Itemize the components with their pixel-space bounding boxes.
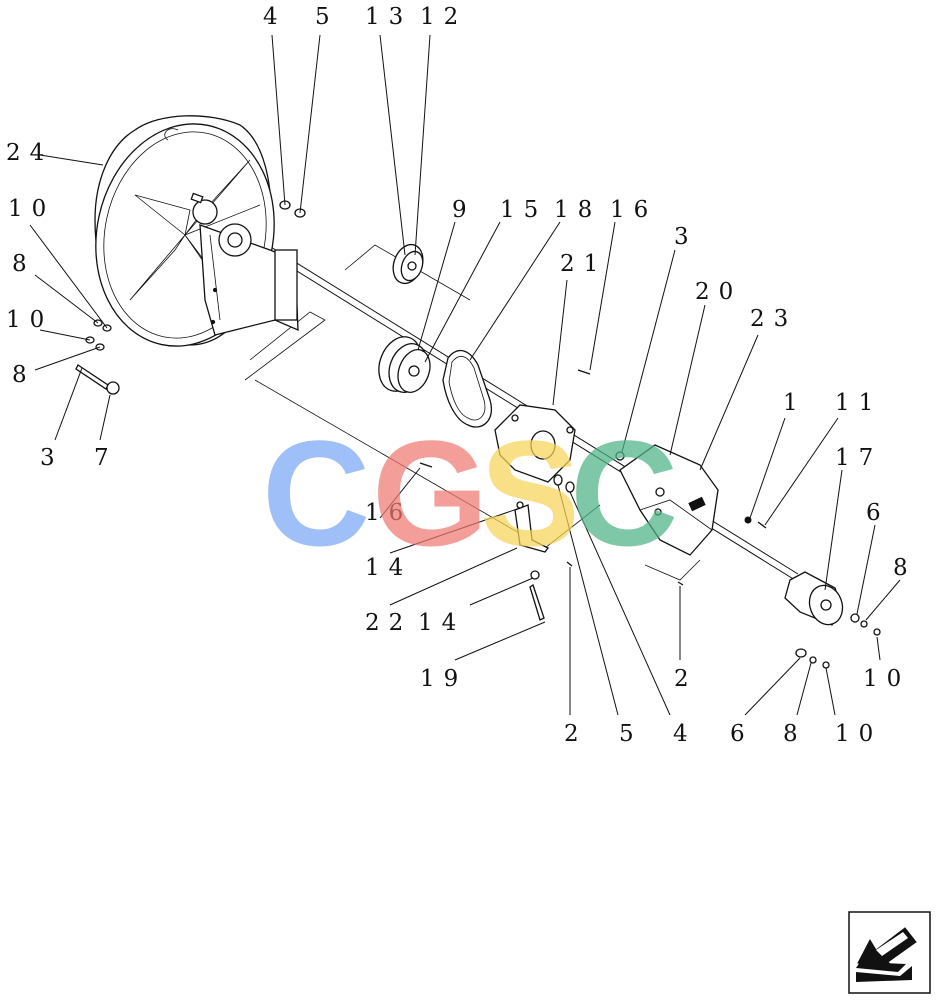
label-10-a: 10 [8,196,55,222]
large-pulley [378,336,431,393]
label-4-top: 4 [263,4,287,30]
label-21: 21 [560,251,607,277]
label-6-right: 6 [866,500,890,526]
hub-bracket [190,192,299,336]
label-15: 15 [500,197,547,223]
watermark-letter-4: C [570,409,678,577]
label-22: 22 [365,610,412,636]
label-3-right: 3 [674,224,698,250]
label-24: 24 [6,140,53,166]
label-12: 12 [420,4,467,30]
v-belt [442,349,493,428]
label-5-bottom: 5 [619,721,643,747]
label-2-right: 2 [674,666,698,692]
fan-housing [94,115,275,347]
label-4-bottom: 4 [673,721,697,747]
label-5-top: 5 [315,4,339,30]
label-2-bottom: 2 [564,721,588,747]
label-1: 1 [783,390,807,416]
label-8-bottom: 8 [783,721,807,747]
label-16-top: 16 [610,197,657,223]
label-6-bottom: 6 [730,721,754,747]
label-11: 11 [835,390,882,416]
label-13: 13 [365,4,412,30]
label-18: 18 [554,197,601,223]
label-8-right: 8 [893,555,917,581]
label-14-b: 14 [418,610,465,636]
watermark-letter-3: S [480,409,580,577]
watermark-letter-1: C [262,409,370,577]
label-20: 20 [695,279,742,305]
label-10-b: 10 [6,307,53,333]
mount-bracket [419,462,684,621]
small-pulley [392,243,424,285]
label-10-bottom: 10 [835,721,882,747]
leader-lines [29,34,901,716]
label-3-left: 3 [40,445,64,471]
end-motor [744,516,881,669]
label-16-mid: 16 [365,500,412,526]
label-19: 19 [420,666,467,692]
label-17: 17 [835,445,882,471]
watermark-letter-2: G [372,409,489,577]
belt-guard [619,444,719,556]
label-7: 7 [94,445,118,471]
label-8-a: 8 [12,251,36,277]
label-14-a: 14 [365,555,412,581]
arrow-back-icon[interactable] [848,911,931,994]
callout-labels: 4 5 13 12 24 10 8 10 8 3 7 9 15 18 16 3 … [6,4,917,747]
label-23: 23 [750,306,797,332]
label-8-b: 8 [12,362,36,388]
watermark: C G S C [262,409,678,577]
bearing-housing [494,369,625,493]
label-9: 9 [452,197,476,223]
label-10-right: 10 [863,666,910,692]
